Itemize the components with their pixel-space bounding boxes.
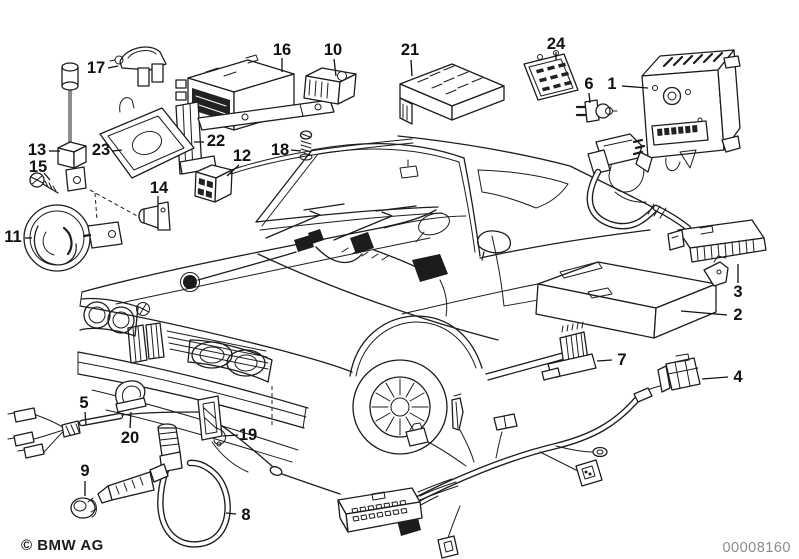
leader-line-5 xyxy=(84,411,87,426)
wipers xyxy=(265,203,417,261)
part-14-sensor xyxy=(138,201,171,231)
part-7-connector-bracket xyxy=(541,321,597,381)
right-headlights xyxy=(187,339,273,383)
leader-line-10 xyxy=(333,58,337,77)
callout-16: 16 xyxy=(273,41,291,59)
side-mirror xyxy=(477,230,512,261)
callout-19: 19 xyxy=(239,426,257,444)
part-12-connector xyxy=(194,138,414,203)
part-21-module xyxy=(399,63,505,125)
leader-line-18 xyxy=(290,149,302,152)
leader-line-12 xyxy=(226,164,240,177)
callout-11: 11 xyxy=(4,228,21,246)
callout-9: 9 xyxy=(80,462,89,480)
part-22-mounting-bracket xyxy=(175,99,335,175)
part-24-vent-plate xyxy=(523,50,579,101)
callout-13: 13 xyxy=(28,141,46,159)
leader-line-23 xyxy=(111,149,123,152)
main-wiring-harness xyxy=(337,387,653,559)
front-wheel xyxy=(349,315,483,455)
leader-line-7 xyxy=(596,359,613,362)
bmw-roundel xyxy=(136,302,150,316)
callout-5: 5 xyxy=(79,394,88,412)
callout-7: 7 xyxy=(617,351,626,369)
callout-23: 23 xyxy=(92,141,110,159)
leader-line-4 xyxy=(701,376,729,380)
part-1-control-unit xyxy=(635,49,741,173)
callout-1: 1 xyxy=(607,75,616,93)
part-20-cable-clamp xyxy=(115,380,147,413)
part-4-connector xyxy=(637,353,701,395)
callout-8: 8 xyxy=(241,506,250,524)
fender-line xyxy=(257,253,499,341)
leader-line-6 xyxy=(588,92,591,104)
callout-20: 20 xyxy=(121,429,139,447)
part-2-cruise-control-unit xyxy=(535,255,729,339)
copyright-text: © BMW AG xyxy=(21,537,104,554)
part-3-multipin-connector xyxy=(667,219,767,263)
kidney-grille xyxy=(127,322,165,364)
callout-2: 2 xyxy=(733,306,742,324)
image-number: 00008160 xyxy=(722,540,791,556)
callout-12: 12 xyxy=(233,147,251,165)
callout-10: 10 xyxy=(324,41,342,59)
part-15-screw xyxy=(29,172,59,194)
front-bumper xyxy=(77,351,309,463)
callout-15: 15 xyxy=(29,158,47,176)
part-6-temperature-switch xyxy=(575,99,618,123)
part-18-screw-spring xyxy=(299,130,313,161)
car-body xyxy=(77,135,655,463)
callout-18: 18 xyxy=(271,141,289,159)
part-17-sensor-holder xyxy=(109,46,167,87)
part-1-harness-plug-cable xyxy=(586,133,692,232)
callout-3: 3 xyxy=(733,283,742,301)
part-10-relay xyxy=(303,67,357,105)
leader-line-19 xyxy=(222,434,239,437)
callout-6: 6 xyxy=(584,75,593,93)
callout-21: 21 xyxy=(401,41,419,59)
leader-line-20 xyxy=(129,411,132,429)
harness-main-connector xyxy=(337,478,459,533)
callout-24: 24 xyxy=(547,35,566,53)
leader-line-21 xyxy=(410,59,413,77)
part-5-wiring-set xyxy=(7,407,341,495)
leader-line-17 xyxy=(107,65,119,69)
part-11-horn xyxy=(23,204,123,272)
callout-4: 4 xyxy=(733,368,743,386)
part-23-headlight-frame xyxy=(99,97,195,179)
part-8-sensor-cable xyxy=(97,423,231,548)
leader-line-15 xyxy=(43,172,51,181)
leader-line-8 xyxy=(225,512,237,515)
part-19-holder xyxy=(197,395,249,473)
grille-slats xyxy=(166,330,269,370)
leader-line-2 xyxy=(680,310,728,316)
hood-wiring xyxy=(180,229,448,428)
left-headlights xyxy=(79,297,139,337)
callout-22: 22 xyxy=(207,132,225,150)
leader-line-1 xyxy=(621,85,649,89)
callout-17: 17 xyxy=(87,59,105,77)
callout-14: 14 xyxy=(150,179,169,197)
part-9-grommet xyxy=(70,497,97,519)
part-13-sensor-rod xyxy=(57,62,149,223)
